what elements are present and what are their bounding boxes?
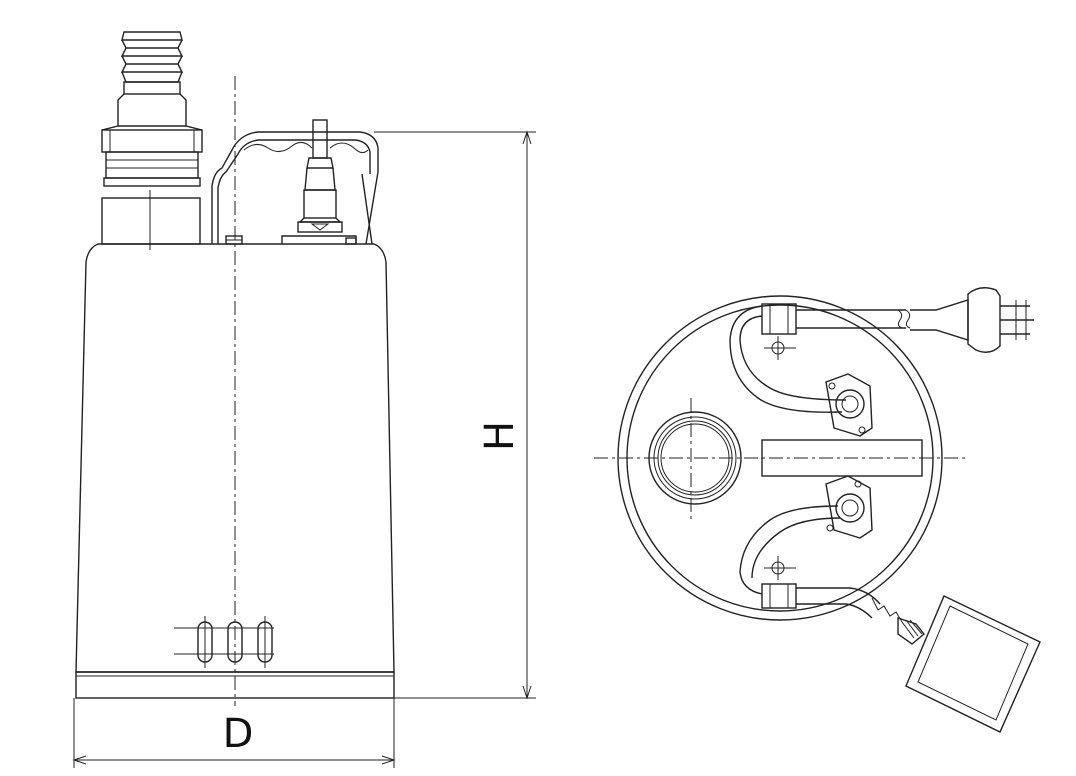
mounting-lug-upper <box>825 373 873 437</box>
cable-clamp-screw-bottom <box>764 556 796 580</box>
float-switch <box>905 595 1041 733</box>
mounting-lug-lower <box>825 475 873 539</box>
inlet-slots <box>174 616 274 668</box>
side-elevation-view: H D <box>72 31 536 768</box>
outlet-opening <box>648 411 742 505</box>
carry-handle <box>211 131 379 245</box>
power-cable <box>729 287 1034 413</box>
hose-barb-outlet <box>101 31 203 250</box>
base-outer-ring <box>617 295 943 621</box>
height-dimension-label: H <box>477 421 523 451</box>
center-rib <box>761 439 923 477</box>
diameter-dimension: D <box>72 698 396 768</box>
cable-entry <box>281 119 357 245</box>
cable-clamp-screw-top <box>764 336 796 360</box>
diameter-dimension-label: D <box>223 711 254 757</box>
height-dimension: H <box>374 130 536 700</box>
bottom-view <box>594 287 1041 733</box>
float-switch-cable <box>739 505 925 645</box>
